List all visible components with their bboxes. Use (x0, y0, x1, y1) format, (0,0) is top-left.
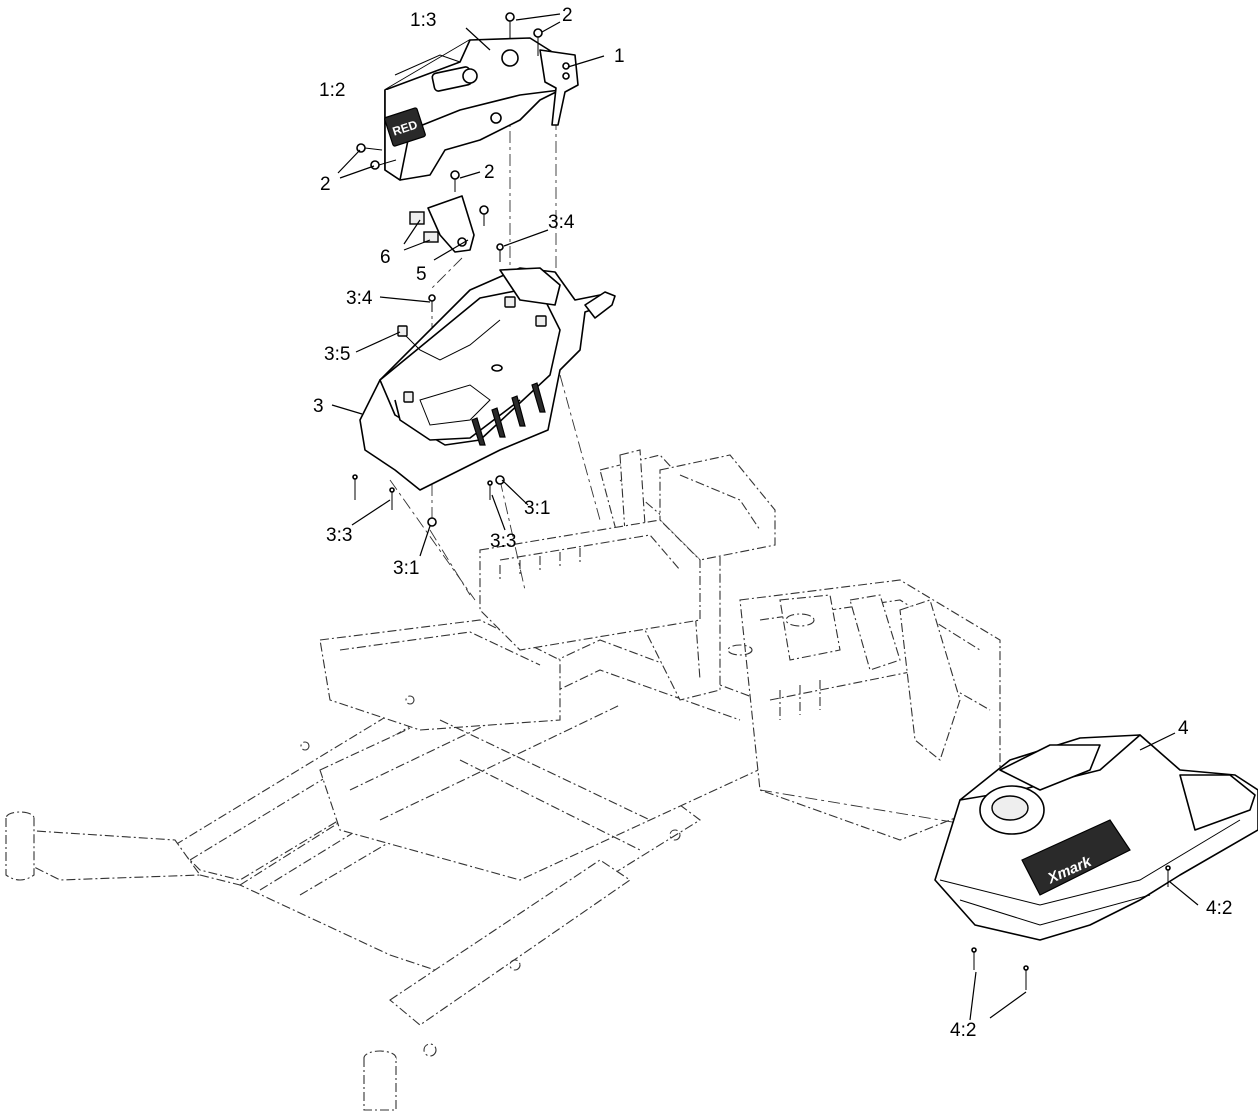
callout-1-2: 1:2 (319, 80, 345, 101)
callout-6: 6 (380, 247, 391, 268)
callout-3: 3 (313, 396, 324, 417)
callout-3-3-right: 3:3 (490, 531, 516, 552)
tank-brand-decal: Xmark (1021, 819, 1131, 896)
callout-3-1-left: 3:1 (393, 558, 419, 579)
console-cover-part-1: RED (384, 37, 579, 181)
callout-3-1-right: 3:1 (524, 498, 550, 519)
screw-icon (1023, 965, 1029, 990)
screw-icon (533, 28, 543, 56)
callout-3-4-left: 3:4 (346, 288, 373, 309)
screw-icon (370, 159, 397, 170)
fuel-tank-screws (971, 865, 1171, 990)
console-brand-decal: RED (384, 107, 426, 147)
callout-5: 5 (416, 264, 427, 285)
screw-icon (1165, 865, 1171, 887)
screw-icon (389, 487, 395, 510)
screw-icon (496, 243, 504, 262)
bracket-part-5 (427, 195, 475, 253)
screws-part-2 (356, 12, 543, 226)
screw-icon (971, 947, 977, 970)
screw-icon (450, 170, 460, 192)
nut-icon (427, 517, 437, 527)
tank-fasteners (352, 243, 505, 527)
callout-2-left: 2 (320, 174, 331, 195)
callout-1-3: 1:3 (410, 10, 436, 31)
screw-icon (479, 205, 489, 226)
hydraulic-tank-part-3 (359, 267, 616, 491)
callout-1: 1 (614, 46, 625, 67)
callout-4-2-bottom: 4:2 (950, 1020, 976, 1041)
callout-3-3-left: 3:3 (326, 525, 352, 546)
mower-frame (5, 449, 1001, 1111)
callout-3-5: 3:5 (324, 344, 350, 365)
switch-part-6 (409, 211, 439, 243)
callout-4: 4 (1178, 718, 1189, 739)
callout-4-2-right: 4:2 (1206, 898, 1232, 919)
fuel-tank-part-4: Xmark (934, 734, 1258, 941)
screw-icon (505, 12, 515, 38)
callout-2-top: 2 (562, 5, 573, 26)
callout-2-mid: 2 (484, 162, 495, 183)
screw-icon (428, 294, 436, 312)
screw-icon (352, 474, 358, 500)
callout-labels: 1 1:3 1:2 2 2 2 3:4 3:4 3:5 3 3:3 3:3 3:… (313, 5, 1232, 1041)
leader-lines (331, 13, 1199, 1021)
nut-icon (495, 475, 505, 485)
screw-icon (356, 143, 383, 153)
callout-3-4-top: 3:4 (548, 212, 575, 233)
screw-icon (487, 480, 493, 500)
